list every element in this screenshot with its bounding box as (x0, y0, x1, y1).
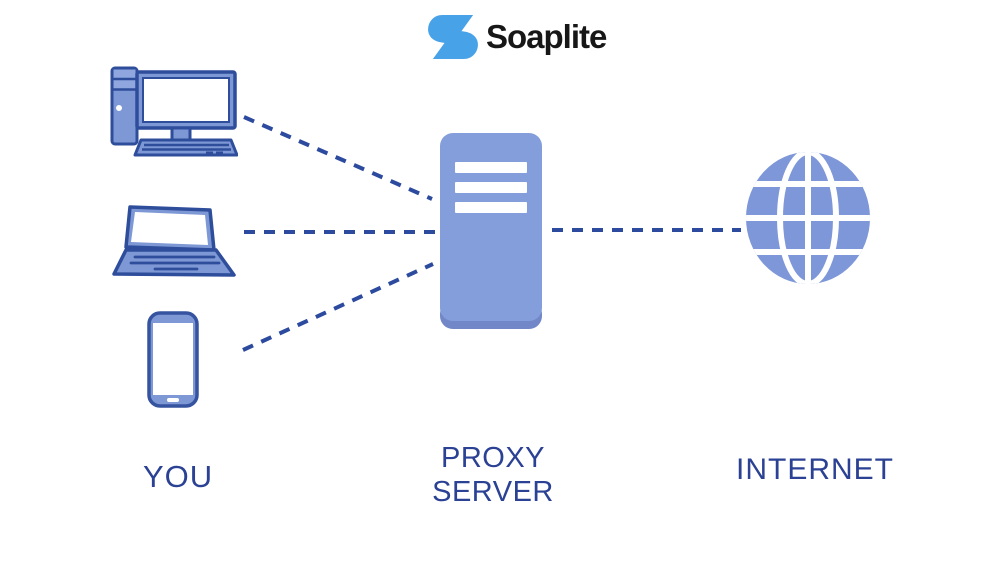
brand-name: Soaplite (486, 18, 607, 55)
desktop-computer-icon (110, 66, 239, 158)
soaplite-s-icon (428, 14, 478, 60)
laptop-icon (112, 203, 238, 281)
smartphone-icon (147, 311, 199, 408)
internet-globe-icon (744, 150, 872, 286)
label-proxy-line1: PROXY (440, 442, 546, 474)
brand-logo: Soaplite (427, 14, 607, 60)
label-internet: INTERNET (736, 453, 894, 486)
label-proxy-server: PROXY SERVER (416, 441, 570, 509)
line-desktop-to-proxy (243, 115, 433, 201)
line-phone-to-proxy (242, 262, 434, 352)
label-proxy-line2: SERVER (432, 476, 554, 508)
proxy-server-icon (440, 133, 542, 329)
label-you: YOU (143, 459, 214, 494)
